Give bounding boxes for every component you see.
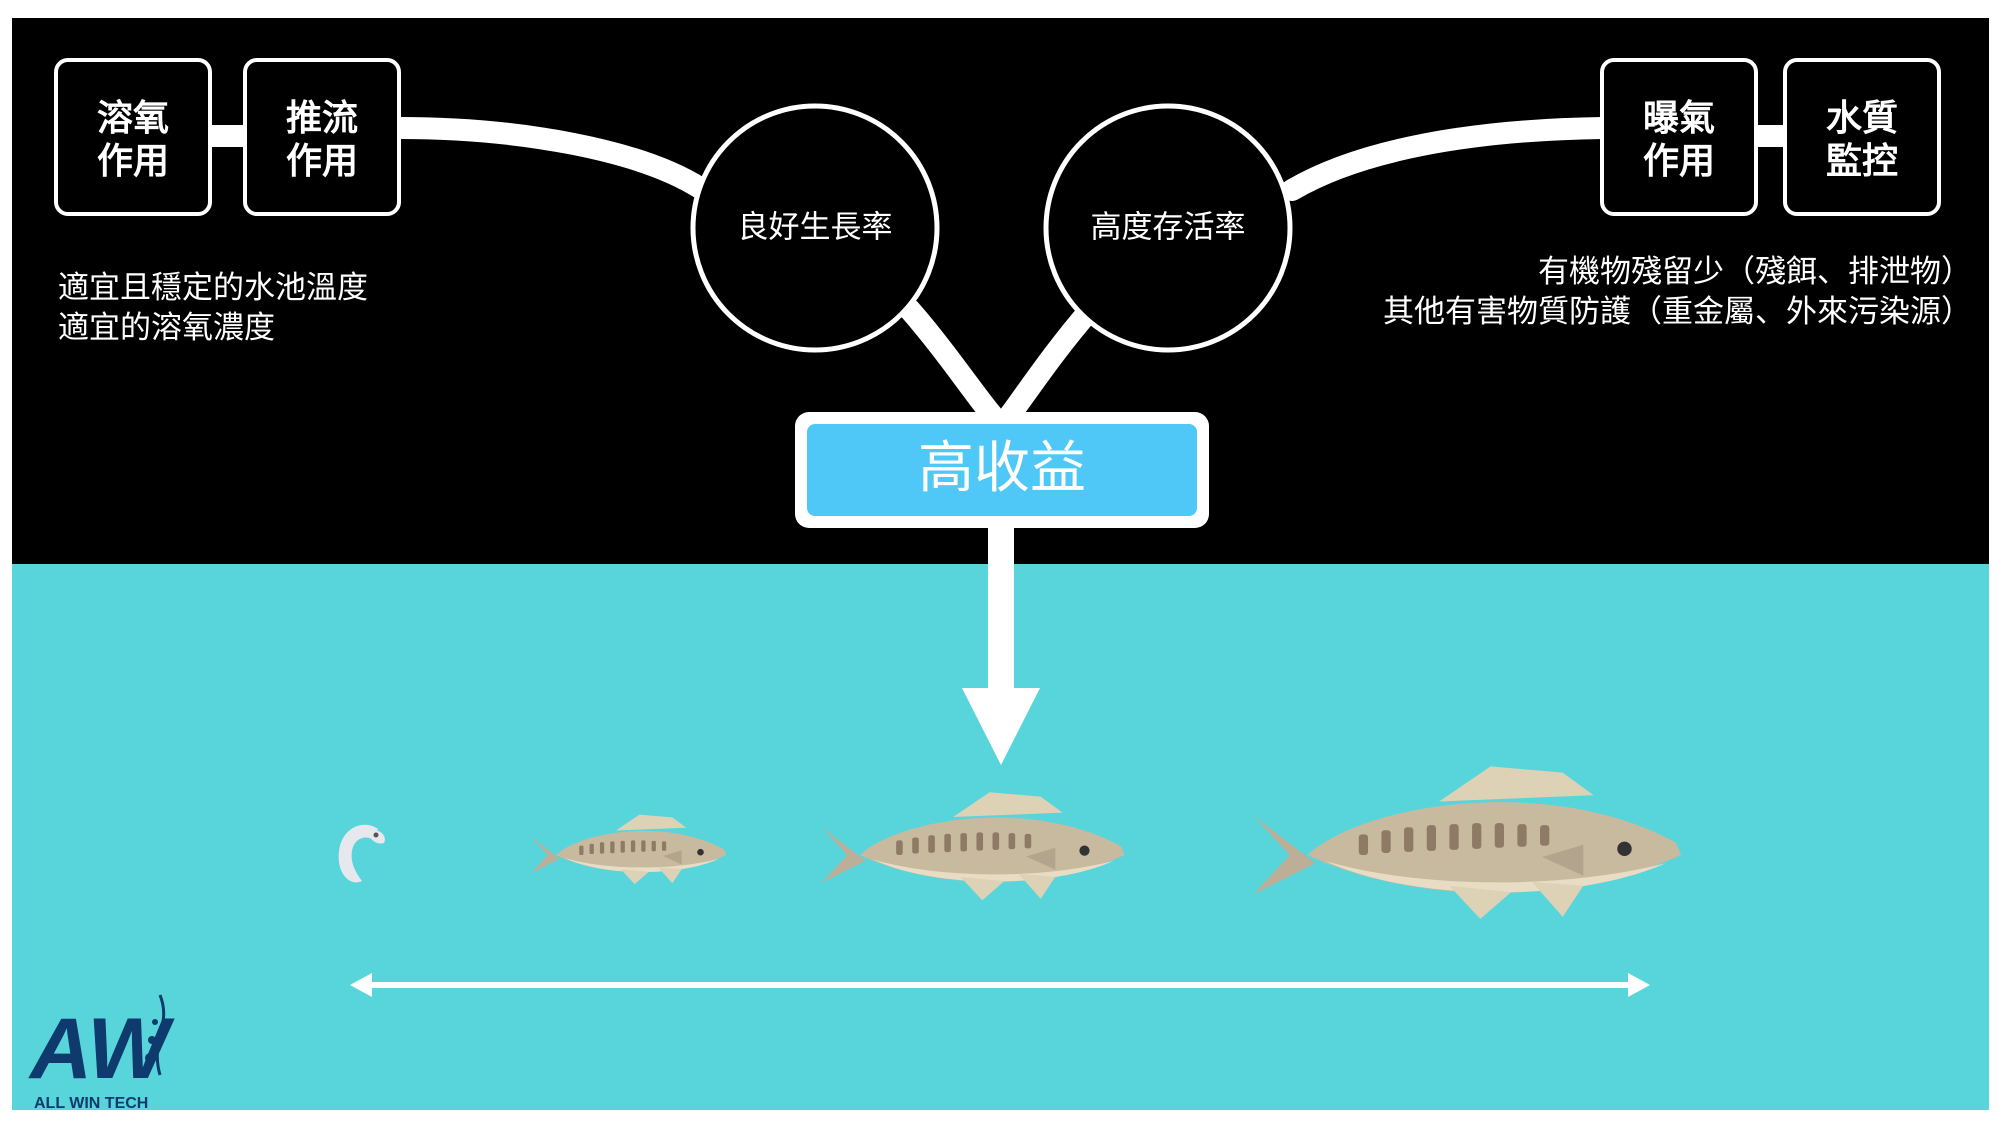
- logo-mark: AW: [28, 1001, 175, 1097]
- shrimp-larva-icon: [338, 824, 385, 883]
- box-dissolved-oxygen-line2: 作用: [97, 141, 169, 182]
- box-dissolved-oxygen-line1: 溶氧: [97, 98, 169, 139]
- box-push-flow-line2: 作用: [286, 141, 358, 182]
- down-arrow: [962, 528, 1040, 765]
- box-dissolved-oxygen: 溶氧 作用: [54, 58, 212, 216]
- result-box: 高收益: [795, 412, 1209, 528]
- box-push-flow: 推流 作用: [243, 58, 401, 216]
- left-note-1: 適宜且穩定的水池溫度: [58, 270, 368, 306]
- connector-growth-result: [899, 299, 1003, 426]
- logo-text: ALL WIN TECH: [34, 1095, 148, 1112]
- connector-aeration-survival: [1281, 117, 1613, 201]
- right-note-1: 有機物殘留少（殘餌、排泄物）: [1538, 254, 1972, 290]
- circle-survival-rate-label: 高度存活率: [1091, 210, 1246, 246]
- left-note-2: 適宜的溶氧濃度: [58, 310, 275, 346]
- circle-growth-rate-label: 良好生長率: [738, 210, 893, 246]
- company-logo: AW ALL WIN TECH: [28, 994, 175, 1112]
- box-aeration: 曝氣 作用: [1600, 58, 1758, 216]
- box-water-quality: 水質 監控: [1783, 58, 1941, 216]
- right-note-2: 其他有害物質防護（重金屬、外來污染源）: [1383, 294, 1972, 330]
- connector-survival-result: [999, 299, 1101, 426]
- box-water-quality-line2: 監控: [1826, 141, 1898, 182]
- connector-lines: [196, 117, 1803, 426]
- box-aeration-line2: 作用: [1643, 141, 1715, 182]
- box-water-quality-line1: 水質: [1826, 98, 1898, 139]
- box-push-flow-line1: 推流: [286, 98, 358, 139]
- circle-growth-rate: 良好生長率: [690, 103, 940, 353]
- circle-survival-rate: 高度存活率: [1043, 103, 1293, 353]
- box-aeration-line1: 曝氣: [1643, 98, 1715, 139]
- connector-flow-growth: [389, 117, 711, 199]
- result-label: 高收益: [918, 436, 1086, 501]
- growth-double-arrow: [350, 973, 1650, 997]
